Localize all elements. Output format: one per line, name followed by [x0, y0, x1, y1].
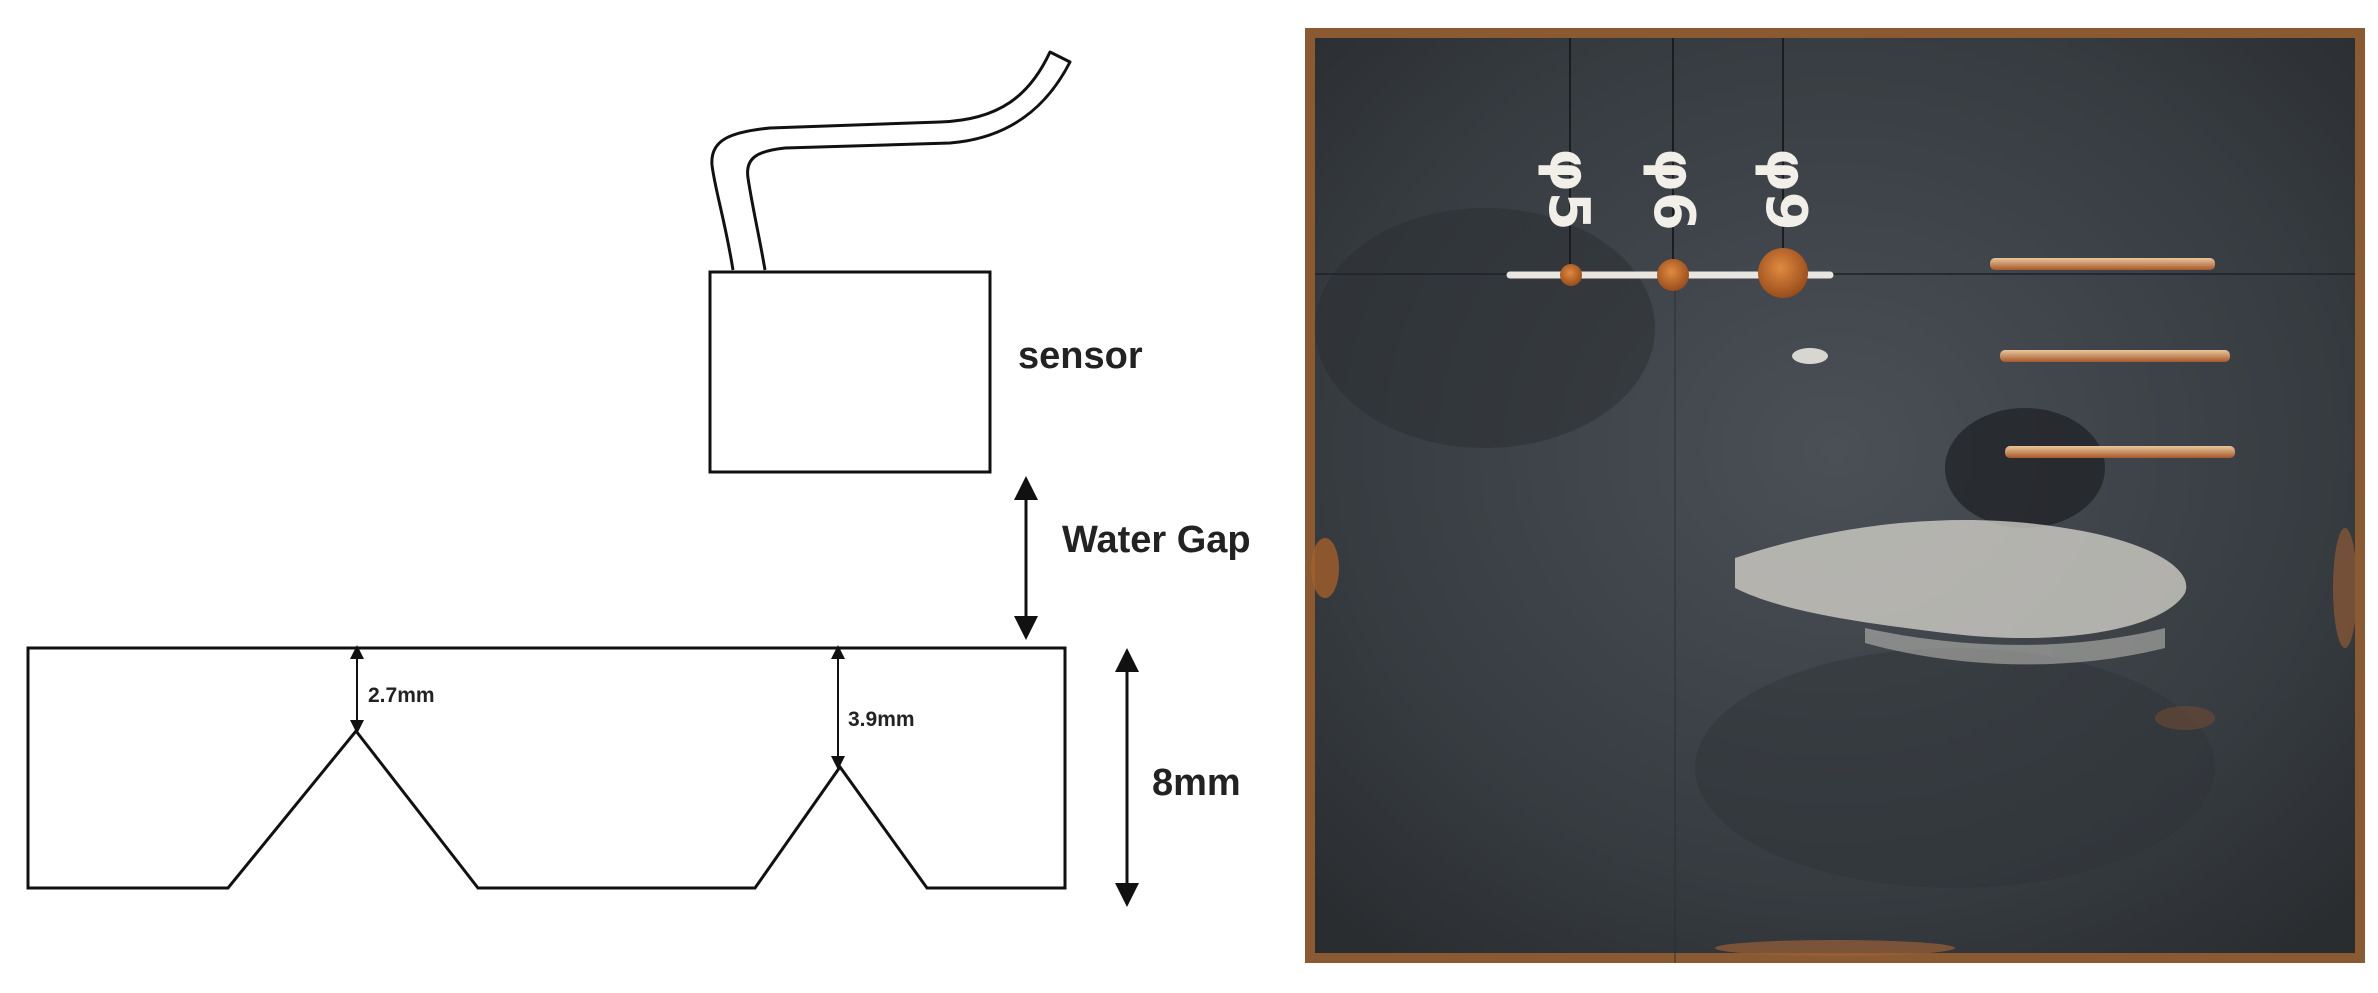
plate-surface: [1315, 38, 2355, 953]
hole-phi6: [1657, 259, 1689, 291]
slot-notch-3: [2005, 446, 2235, 458]
water-gap-label: Water Gap: [1062, 519, 1251, 561]
sensor-box: [708, 270, 992, 474]
sensor-setup-diagram: sensor Water Gap 2.7mm 3.9mm 8mm: [26, 50, 1251, 907]
surface-stain: [1945, 408, 2105, 528]
hole-phi5: [1560, 264, 1582, 286]
test-plate-photo: φ5 φ6 φ9: [1305, 28, 2365, 963]
surface-stain: [1695, 648, 2215, 888]
slot-notch-2: [2000, 350, 2230, 362]
slot-notch-1: [1990, 258, 2215, 270]
rust-spot: [1715, 940, 1955, 956]
notched-plate: [26, 646, 1067, 890]
rust-spot: [2155, 706, 2215, 730]
rust-spot: [2333, 528, 2357, 648]
surface-stain: [1315, 208, 1655, 448]
rust-spot: [1311, 538, 1339, 598]
chalk-mark: [1792, 348, 1828, 364]
chalk-smudge: [1865, 628, 2165, 665]
notch-depth-label-2: 3.9mm: [848, 708, 915, 731]
thickness-label: 8mm: [1152, 762, 1241, 804]
sensor-cable: [710, 50, 1072, 271]
hole-phi9: [1758, 248, 1808, 298]
hole-mark-phi6: φ6: [1641, 148, 1706, 231]
sensor-label: sensor: [1018, 335, 1143, 377]
notch-depth-label-1: 2.7mm: [368, 684, 435, 707]
hole-mark-phi5: φ5: [1536, 148, 1601, 231]
hole-mark-phi9: φ9: [1753, 148, 1818, 231]
chalk-smudge: [1735, 519, 2187, 639]
